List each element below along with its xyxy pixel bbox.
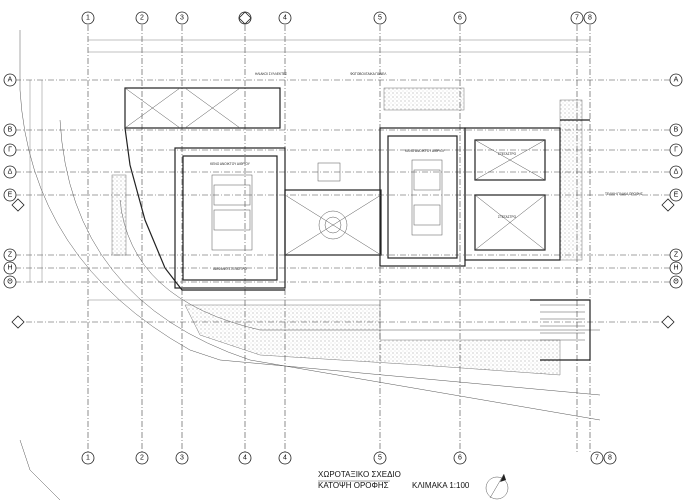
site-boundary — [19, 30, 601, 396]
row-e-left: E — [8, 192, 13, 199]
row-a-left: A — [8, 77, 13, 84]
pit-right-label: ΚΕΝΟ ΑΝΟΙΚΤΟΥ ΑΙΘΡΙΟΥ — [405, 149, 446, 153]
note-top-mid: ΦΩΤΟΒΟΛΤΑΙΚΑ ΠΑΝΕΛ — [350, 72, 387, 76]
row-z-left: Z — [8, 252, 13, 259]
col-2-bottom: 2 — [140, 455, 144, 462]
col-3-top: 3 — [180, 15, 184, 22]
road-edge — [59, 119, 601, 421]
col-2-top: 2 — [140, 15, 144, 22]
vertical-grid-lines — [87, 25, 591, 452]
north-arrow-icon — [485, 473, 509, 500]
note-right: ΤΕΛΙΚΗ ΠΛΑΚΑ ΟΡΟΦΗΣ — [605, 192, 643, 196]
paving-right — [559, 99, 583, 261]
col-4b-top: 4 — [283, 15, 287, 22]
horizontal-grid-lines — [15, 79, 672, 323]
col-3-bottom: 3 — [180, 455, 184, 462]
col-1-top: 1 — [86, 15, 90, 22]
col-6-bottom: 6 — [458, 455, 462, 462]
room-right-b-label: ΣΤΕΓΑΣΤΡΟ — [498, 215, 517, 219]
openings — [124, 87, 546, 256]
row-d-right: Δ — [674, 169, 679, 176]
room-right-a-label: ΣΤΕΓΑΣΤΡΟ — [498, 152, 517, 156]
section-markers — [11, 11, 675, 329]
row-bubbles-left: A B Γ Δ E Z H Θ — [3, 73, 17, 289]
row-bubbles-right: A B Γ Δ E Z H Θ — [669, 73, 683, 289]
note-top-left: ΗΛΙΑΚΟΙ ΣΥΛΛΕΚΤΕΣ — [255, 72, 287, 76]
paving-top — [383, 87, 465, 111]
row-e-right: E — [674, 192, 679, 199]
dimension-lines — [29, 39, 590, 301]
col-1-bottom: 1 — [86, 455, 90, 462]
stairs — [540, 304, 585, 341]
row-z-right: Z — [674, 252, 679, 259]
row-a-right: A — [674, 77, 679, 84]
building-walls — [124, 87, 591, 361]
pit-left-label: ΚΕΝΟ ΑΝΟΙΚΤΟΥ ΑΙΘΡΙΟΥ — [210, 162, 251, 166]
row-h-left: H — [7, 265, 12, 272]
col-8-top: 8 — [588, 15, 592, 22]
row-b-right: B — [674, 127, 679, 134]
row-g-right: Γ — [674, 147, 678, 154]
column-bubbles-bottom: 1 2 3 4 4 5 6 7 8 — [81, 451, 617, 465]
col-7-top: 7 — [575, 15, 579, 22]
row-h-right: H — [673, 265, 678, 272]
plot-corner — [19, 439, 61, 500]
drawing-title-line1: ΧΩΡΟΤΑΞΙΚΟ ΣΧΕΔΙΟ — [318, 470, 401, 479]
col-7-bottom: 7 — [595, 455, 599, 462]
paving-area — [184, 304, 561, 376]
drawing-title-line2: ΚΑΤΟΨΗ ΟΡΟΦΗΣ — [318, 481, 389, 490]
col-5-bottom: 5 — [378, 455, 382, 462]
row-th-left: Θ — [7, 279, 13, 286]
col-6-top: 6 — [458, 15, 462, 22]
col-8-bottom: 8 — [608, 455, 612, 462]
drawing-scale: ΚΛΙΜΑΚΑ 1:100 — [412, 481, 470, 490]
row-th-right: Θ — [673, 279, 679, 286]
col-4b-bottom: 4 — [283, 455, 287, 462]
row-b-left: B — [8, 127, 13, 134]
row-d-left: Δ — [8, 169, 13, 176]
pit-left-sublabel: ΔΙΑΦΑΝΟ ΣΤΕΓΑΣΤΡΟ — [213, 267, 247, 271]
paving-left — [111, 174, 127, 256]
col-5-top: 5 — [378, 15, 382, 22]
column-bubbles-top: 1 2 3 4 4 5 6 7 8 — [81, 11, 597, 25]
row-g-left: Γ — [8, 147, 12, 154]
col-4a-bottom: 4 — [243, 455, 247, 462]
